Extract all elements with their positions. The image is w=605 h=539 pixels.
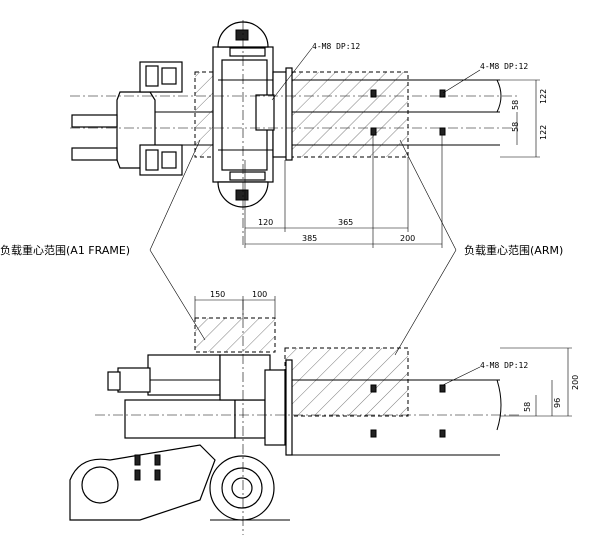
motor-housing (212, 46, 288, 183)
dim-top-365: 365 (338, 218, 353, 227)
tap-note-c: 4-M8 DP:12 (480, 361, 528, 370)
side-view: 150 100 200 96 58 4-M8 DP:12 (69, 290, 580, 535)
side-motor (107, 354, 286, 446)
dim-top-58-upper: 58 (511, 100, 520, 110)
arm-tube-top (285, 67, 502, 161)
zone-callouts: 负载重心范围(A1 FRAME) 负载重心范围(ARM) (0, 139, 563, 356)
dim-side-96: 96 (553, 398, 562, 408)
top-dimensions (244, 79, 540, 248)
base-fork (71, 61, 218, 176)
dim-top-122-upper: 122 (539, 89, 548, 104)
arm-zone-top (284, 71, 409, 158)
dim-top-200: 200 (400, 234, 415, 243)
dim-top-385: 385 (302, 234, 317, 243)
arm-zone-side (284, 347, 409, 417)
label-a1-frame-zone: 负载重心范围(A1 FRAME) (0, 243, 130, 257)
tap-note-b: 4-M8 DP:12 (480, 62, 528, 71)
side-dimensions (194, 296, 572, 417)
label-arm-zone: 负载重心范围(ARM) (464, 243, 563, 257)
a1-frame-zone-side (194, 317, 276, 353)
dim-side-58: 58 (523, 402, 532, 412)
side-base (69, 444, 290, 521)
top-view: 120 365 385 200 122 122 58 58 4-M8 DP:12… (70, 20, 548, 248)
dim-top-122-lower: 122 (539, 125, 548, 140)
dim-side-200: 200 (571, 375, 580, 390)
dim-side-100: 100 (252, 290, 267, 299)
dim-top-120: 120 (258, 218, 273, 227)
dim-top-58-lower: 58 (511, 122, 520, 132)
dim-side-150: 150 (210, 290, 225, 299)
arm-tube-side (285, 359, 502, 456)
tap-note-a: 4-M8 DP:12 (312, 42, 360, 51)
